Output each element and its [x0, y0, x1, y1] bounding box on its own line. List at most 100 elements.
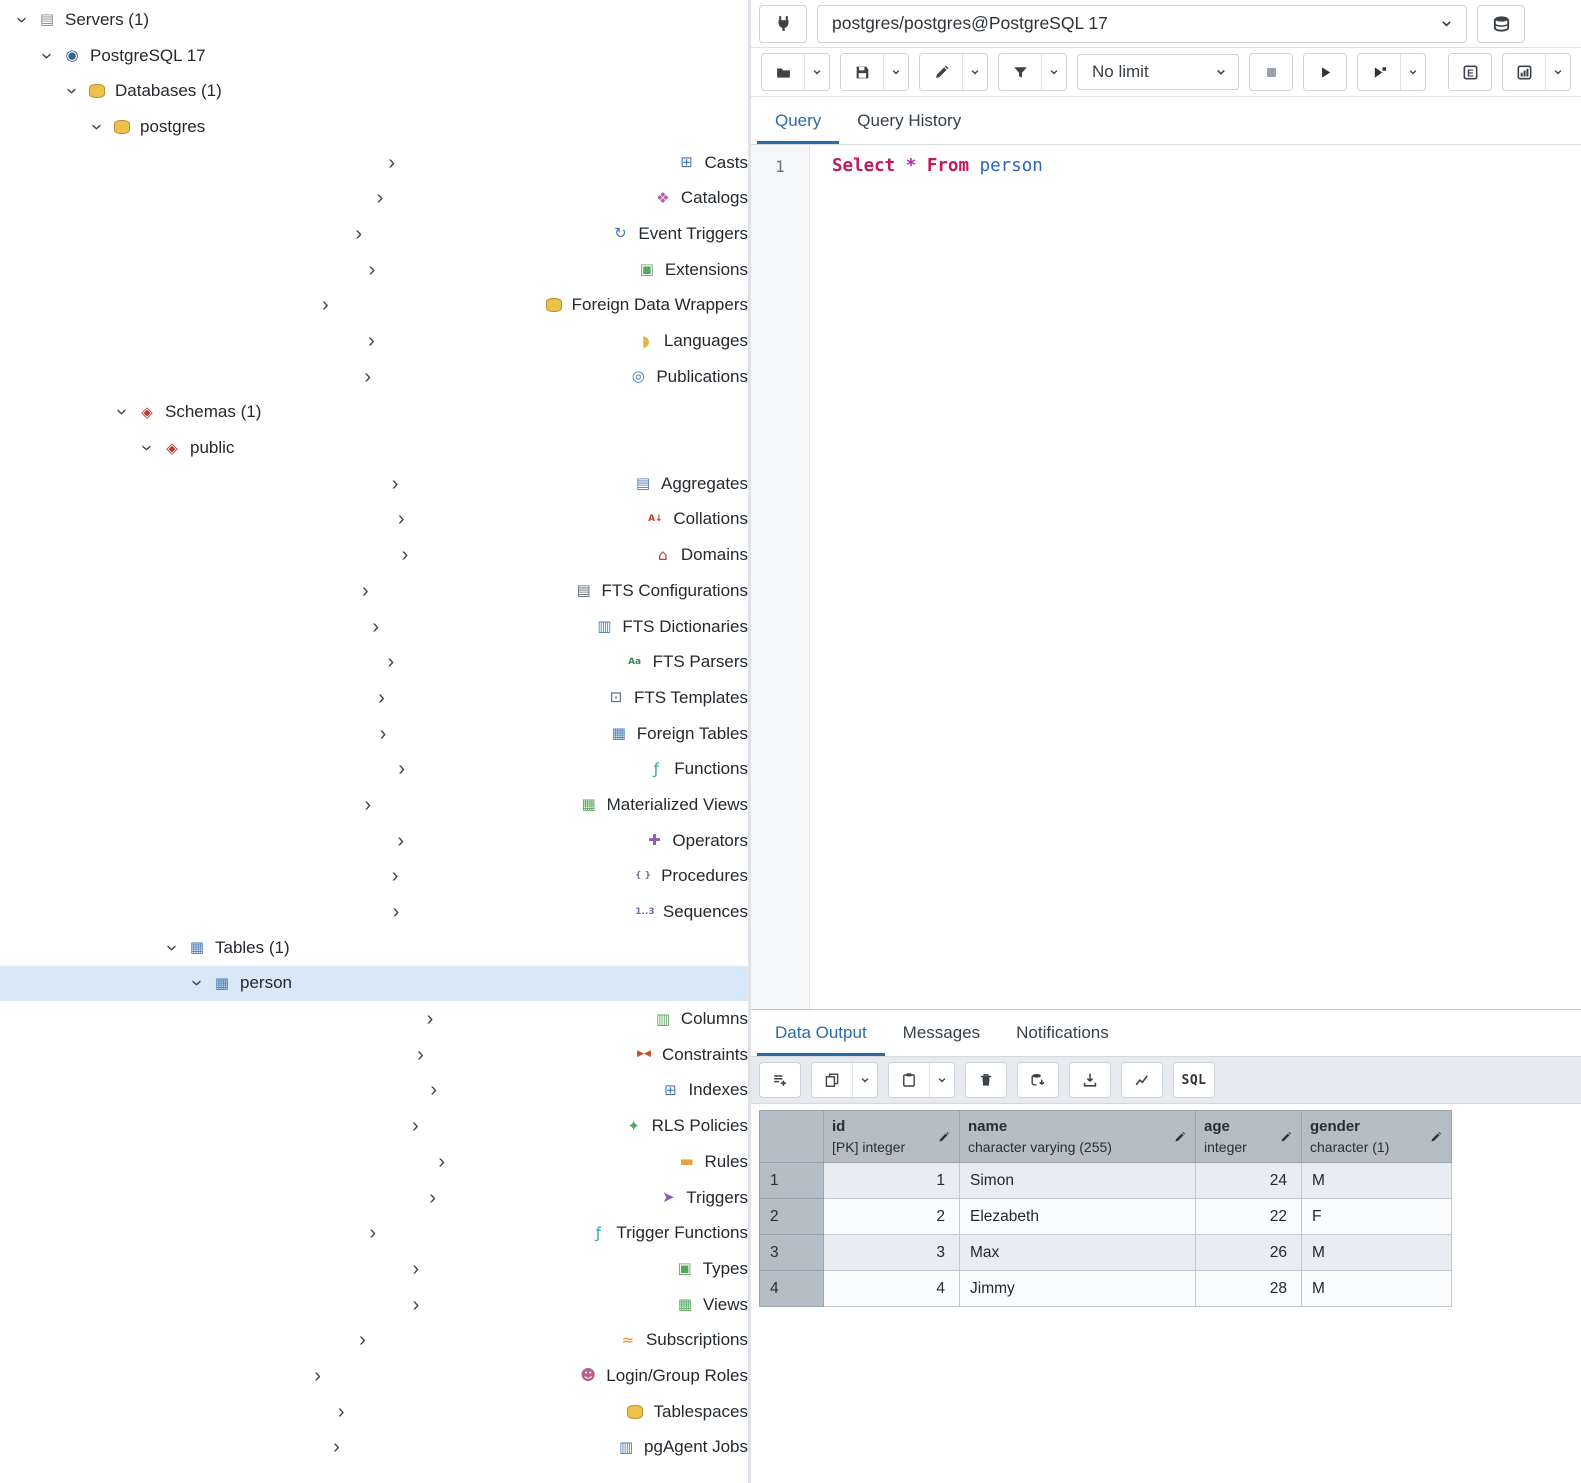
row-number[interactable]: 1 [759, 1162, 824, 1199]
tree-item-fts-dictionaries[interactable]: ›▥FTS Dictionaries [0, 609, 748, 645]
tree-item-constraints[interactable]: ›▶◀Constraints [0, 1037, 748, 1073]
limit-select[interactable]: No limit [1077, 54, 1239, 90]
edit-column-icon[interactable] [1173, 1130, 1187, 1144]
tree-item-login-group-roles[interactable]: ›☻Login/Group Roles [0, 1358, 748, 1394]
chevron-right-icon[interactable]: › [160, 616, 592, 637]
tree-item-public[interactable]: ›◈public [0, 430, 748, 466]
save-file-options-button[interactable] [883, 54, 908, 90]
save-file-button[interactable] [841, 54, 883, 90]
tree-item-collations[interactable]: ›A↓Collations [0, 502, 748, 538]
new-connection-button[interactable] [1477, 4, 1525, 43]
chevron-right-icon[interactable]: › [110, 223, 608, 244]
cell-gender[interactable]: M [1301, 1270, 1452, 1307]
tree-item-types[interactable]: ›▣Types [0, 1251, 748, 1287]
tree-item-fts-templates[interactable]: ›⊡FTS Templates [0, 680, 748, 716]
chevron-right-icon[interactable]: › [160, 580, 571, 601]
chevron-right-icon[interactable]: › [160, 1294, 672, 1315]
chevron-right-icon[interactable]: › [210, 1044, 632, 1065]
download-button[interactable] [1070, 1063, 1110, 1097]
explain-analyze-options-button[interactable] [1545, 54, 1570, 90]
panel-resize-handle[interactable] [748, 0, 751, 1483]
tree-item-person[interactable]: ›▦person [0, 965, 748, 1002]
open-file-button[interactable] [762, 54, 804, 90]
tab-messages[interactable]: Messages [902, 1023, 981, 1042]
chevron-right-icon[interactable]: › [210, 1116, 621, 1137]
tab-notifications[interactable]: Notifications [1016, 1023, 1109, 1042]
cell-age[interactable]: 24 [1195, 1162, 1302, 1199]
chevron-right-icon[interactable]: › [110, 366, 626, 387]
cell-age[interactable]: 22 [1195, 1198, 1302, 1235]
sql-code-line[interactable]: Select * From person [810, 145, 1043, 1009]
tab-query-history[interactable]: Query History [857, 110, 962, 130]
chevron-down-icon[interactable]: › [11, 16, 33, 24]
tree-item-databases-1[interactable]: ›Databases (1) [0, 73, 748, 109]
chevron-right-icon[interactable]: › [60, 1437, 614, 1458]
cell-gender[interactable]: F [1301, 1198, 1452, 1235]
edit-column-icon[interactable] [1279, 1130, 1293, 1144]
edit-button[interactable] [920, 54, 962, 90]
cell-name[interactable]: Max [959, 1234, 1196, 1271]
edit-column-icon[interactable] [1429, 1130, 1443, 1144]
add-row-button[interactable] [760, 1063, 800, 1097]
chevron-right-icon[interactable]: › [210, 1009, 650, 1030]
filter-options-button[interactable] [1041, 54, 1066, 90]
chevron-right-icon[interactable]: › [210, 1080, 658, 1101]
tree-item-tables-1[interactable]: ›▦Tables (1) [0, 930, 748, 966]
chevron-down-icon[interactable]: › [86, 123, 108, 131]
row-number[interactable]: 3 [759, 1234, 824, 1271]
tree-item-columns[interactable]: ›▥Columns [0, 1001, 748, 1037]
cell-age[interactable]: 28 [1195, 1270, 1302, 1307]
tree-item-rls-policies[interactable]: ›✦RLS Policies [0, 1108, 748, 1144]
tree-item-aggregates[interactable]: ›▤Aggregates [0, 466, 748, 502]
tree-item-tablespaces[interactable]: ›Tablespaces [0, 1394, 748, 1430]
tree-item-servers-1[interactable]: ›▤Servers (1) [0, 2, 748, 38]
tree-item-languages[interactable]: ›◗Languages [0, 323, 748, 359]
chevron-right-icon[interactable]: › [210, 1187, 656, 1208]
copy-button[interactable] [812, 1063, 852, 1097]
chevron-right-icon[interactable]: › [110, 152, 674, 173]
cell-age[interactable]: 26 [1195, 1234, 1302, 1271]
chevron-right-icon[interactable]: › [160, 1258, 672, 1279]
chevron-right-icon[interactable]: › [160, 723, 606, 744]
chevron-right-icon[interactable]: › [110, 259, 634, 280]
tree-item-postgresql-17[interactable]: ›◉PostgreSQL 17 [0, 38, 748, 74]
tab-query[interactable]: Query [757, 97, 839, 144]
chevron-right-icon[interactable]: › [160, 866, 631, 887]
chevron-right-icon[interactable]: › [110, 188, 650, 209]
connection-status-button[interactable] [759, 4, 807, 43]
tab-data-output[interactable]: Data Output [757, 1010, 885, 1056]
delete-row-button[interactable] [966, 1063, 1006, 1097]
tree-item-procedures[interactable]: ›{ }Procedures [0, 859, 748, 895]
chevron-right-icon[interactable]: › [110, 331, 633, 352]
execute-query-button[interactable] [1304, 54, 1346, 90]
cell-id[interactable]: 1 [823, 1162, 960, 1199]
chevron-right-icon[interactable]: › [160, 473, 631, 494]
row-number[interactable]: 4 [759, 1270, 824, 1307]
edit-options-button[interactable] [962, 54, 987, 90]
explain-analyze-button[interactable] [1503, 54, 1545, 90]
open-file-options-button[interactable] [804, 54, 829, 90]
paste-options-button[interactable] [929, 1063, 954, 1097]
cell-id[interactable]: 2 [823, 1198, 960, 1235]
chevron-right-icon[interactable]: › [210, 1151, 674, 1172]
chevron-right-icon[interactable]: › [160, 1223, 586, 1244]
tree-item-materialized-views[interactable]: ›▦Materialized Views [0, 787, 748, 823]
execute-options-options-button[interactable] [1400, 54, 1425, 90]
tree-item-rules[interactable]: ›▬Rules [0, 1144, 748, 1180]
chevron-right-icon[interactable]: › [160, 794, 576, 815]
chevron-down-icon[interactable]: › [161, 944, 183, 952]
chevron-down-icon[interactable]: › [111, 409, 133, 416]
save-data-changes-button[interactable] [1018, 1063, 1058, 1097]
tree-item-extensions[interactable]: ›▣Extensions [0, 252, 748, 288]
tree-item-operators[interactable]: ›✚Operators [0, 823, 748, 859]
tree-item-subscriptions[interactable]: ›≈Subscriptions [0, 1322, 748, 1358]
tree-item-foreign-tables[interactable]: ›▦Foreign Tables [0, 716, 748, 752]
chevron-right-icon[interactable]: › [60, 1401, 623, 1422]
chevron-right-icon[interactable]: › [160, 545, 650, 566]
tree-item-triggers[interactable]: ›➤Triggers [0, 1180, 748, 1216]
paste-button[interactable] [889, 1063, 929, 1097]
